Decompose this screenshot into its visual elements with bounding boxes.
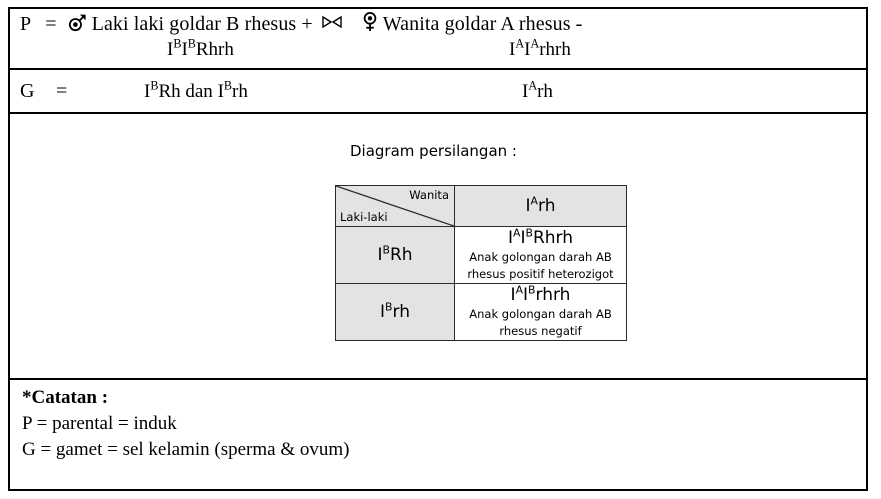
offspring-description-line1: Anak golongan darah AB — [469, 250, 612, 265]
parental-line: P = Laki laki goldar B rhesus + Wanita gold… — [20, 12, 582, 38]
parental-equals: = — [45, 13, 57, 35]
gamet-male-values: IBRh dan IBrh — [144, 78, 248, 102]
offspring-description-line2: rhesus positif heterozigot — [467, 266, 614, 281]
catatan-line-g: G = gamet = sel kelamin (sperma & ovum) — [22, 439, 350, 460]
gamet-equals: = — [56, 80, 68, 102]
parental-label: P — [20, 13, 32, 35]
punnett-square-table: Wanita Laki-laki IArh IBRh IAIBRhrh Anak… — [335, 185, 627, 341]
punnett-male-gamete-cell: IBrh — [335, 283, 455, 341]
offspring-description-line2: rhesus negatif — [499, 323, 582, 338]
punnett-header-row: Wanita Laki-laki IArh — [335, 185, 627, 227]
punnett-offspring-cell: IAIBrhrh Anak golongan darah AB rhesus n… — [454, 283, 627, 341]
punnett-male-gamete-cell: IBRh — [335, 226, 455, 284]
gamet-label: G — [20, 80, 35, 102]
diagram-title: Diagram persilangan : — [350, 142, 517, 160]
venus-female-symbol-icon — [362, 12, 378, 38]
parental-female-genotype: IAIArhrh — [509, 36, 571, 60]
punnett-female-axis-label: Wanita — [409, 188, 449, 202]
catatan-line-p: P = parental = induk — [22, 413, 177, 434]
mars-male-symbol-icon — [68, 13, 87, 38]
punnett-corner-cell: Wanita Laki-laki — [335, 185, 455, 227]
punnett-female-gamete-header: IArh — [454, 185, 627, 227]
catatan-row: *Catatan : P = parental = induk G = game… — [10, 380, 866, 489]
diagonal-divider-icon — [336, 186, 454, 226]
parental-male-genotype: IBIBRhrh — [167, 36, 234, 60]
gamet-row: G = IBRh dan IBrh IArh — [10, 70, 866, 114]
offspring-genotype: IAIBrhrh — [510, 283, 571, 305]
offspring-description-line1: Anak golongan darah AB — [469, 307, 612, 322]
gamet-female-values: IArh — [522, 78, 553, 102]
parental-female-text: Wanita goldar A rhesus - — [382, 13, 583, 35]
punnett-data-row: IBrh IAIBrhrh Anak golongan darah AB rhe… — [335, 283, 627, 341]
genetics-cross-diagram-frame: P = Laki laki goldar B rhesus + Wanita gold… — [8, 7, 868, 491]
parental-male-text: Laki laki goldar B rhesus + — [91, 13, 313, 35]
punnett-male-axis-label: Laki-laki — [340, 210, 388, 224]
diagram-row: Diagram persilangan : Wanita Laki-laki I… — [10, 114, 866, 380]
punnett-offspring-cell: IAIBRhrh Anak golongan darah AB rhesus p… — [454, 226, 627, 284]
punnett-data-row: IBRh IAIBRhrh Anak golongan darah AB rhe… — [335, 226, 627, 284]
cross-symbol-icon — [322, 12, 342, 35]
catatan-title: *Catatan : — [22, 387, 109, 408]
parental-row: P = Laki laki goldar B rhesus + Wanita gold… — [10, 9, 866, 70]
offspring-genotype: IAIBRhrh — [507, 226, 573, 248]
